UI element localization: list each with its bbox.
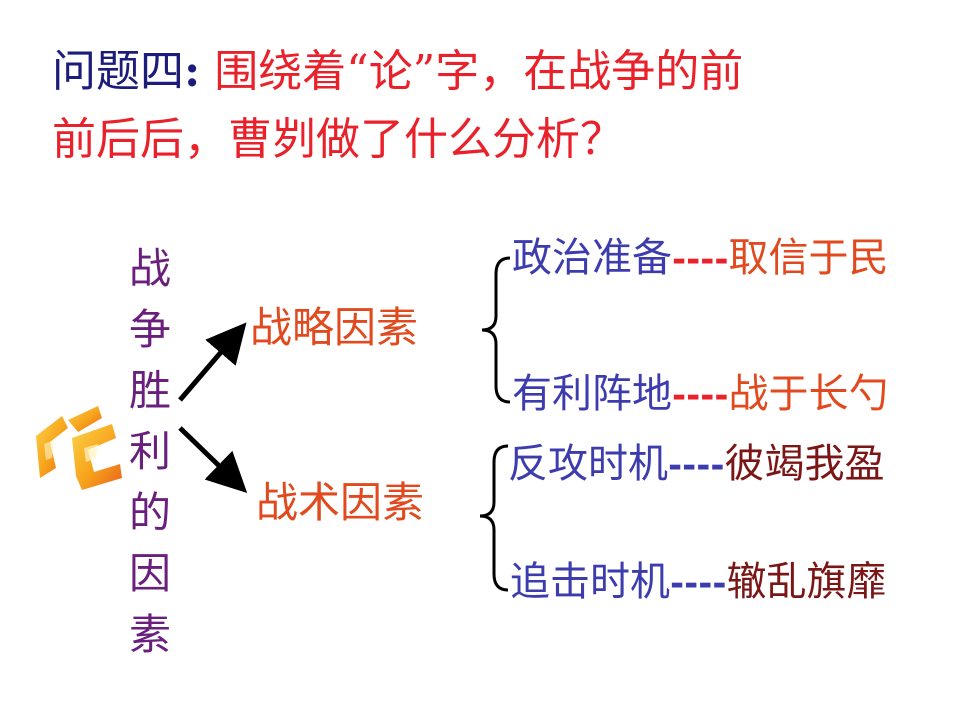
root-char: 战 (128, 244, 171, 293)
leaf-result: 辙乱旗靡 (726, 559, 887, 605)
question-colon: : (184, 46, 201, 97)
leaf-separator: ---- (672, 240, 729, 280)
root-label: 战 争 胜 利 的 因 素 (124, 238, 176, 665)
leaf-counterattack-timing: 反攻时机----彼竭我盈 (508, 440, 884, 490)
question-line-2: 前后后，曹刿做了什么分析？ (52, 112, 624, 168)
question-text-1: 围绕着“论”字，在战争的前 (200, 46, 744, 97)
leaf-pursuit-timing: 追击时机----辙乱旗靡 (510, 558, 886, 608)
leaf-term: 追击时机 (510, 559, 670, 605)
root-char: 利 (128, 427, 171, 476)
arrow-to-tactical (178, 426, 248, 493)
leaf-result: 取信于民 (728, 235, 889, 281)
leaf-separator: ---- (672, 376, 729, 416)
leaf-term: 政治准备 (512, 235, 672, 281)
lun-character-logo-icon (36, 406, 122, 490)
brace-strategic (481, 256, 511, 404)
leaf-political-preparation: 政治准备----取信于民 (512, 234, 888, 284)
arrow-to-strategic (178, 322, 247, 402)
root-char: 的 (128, 488, 171, 537)
root-char: 素 (128, 610, 171, 659)
leaf-favorable-terrain: 有利阵地----战于长勺 (512, 370, 888, 420)
factor-strategic: 战略因素 (250, 303, 419, 352)
question-line-1: 问题四: 围绕着“论”字，在战争的前 (52, 44, 743, 100)
factor-tactical: 战术因素 (256, 478, 425, 527)
leaf-separator: ---- (668, 446, 725, 486)
leaf-separator: ---- (670, 564, 727, 604)
question-text-2: 前后后，曹刿做了什么分析？ (52, 114, 624, 165)
leaf-result: 彼竭我盈 (724, 441, 885, 487)
leaf-term: 反攻时机 (508, 441, 668, 487)
brace-tactical (479, 444, 509, 592)
root-char: 争 (128, 305, 171, 354)
leaf-result: 战于长勺 (728, 371, 889, 417)
question-label: 问题四 (52, 46, 184, 97)
root-char: 胜 (128, 366, 171, 415)
leaf-term: 有利阵地 (512, 371, 672, 417)
root-char: 因 (128, 549, 171, 598)
